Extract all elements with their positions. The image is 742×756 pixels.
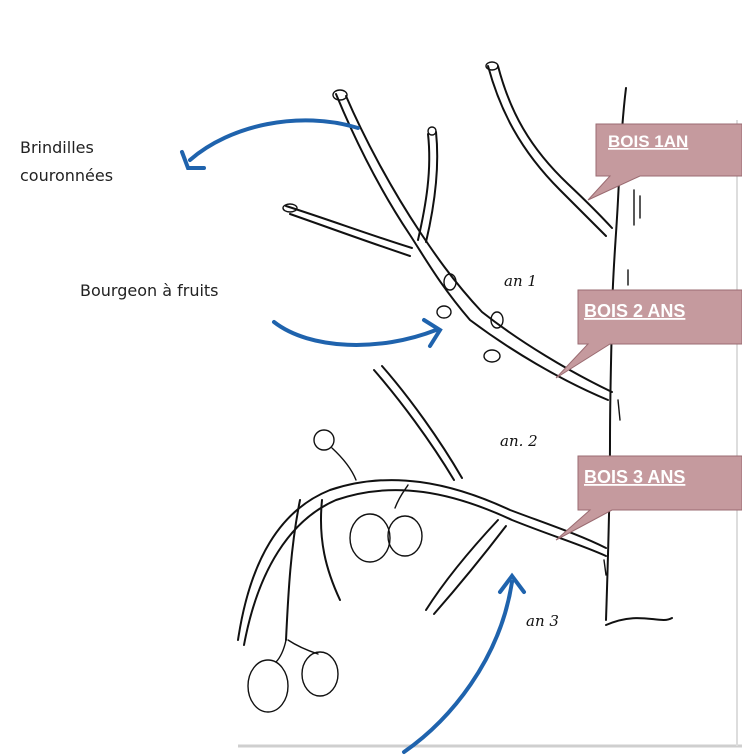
handwritten-an3: an 3	[526, 612, 559, 630]
fruit-bud	[443, 273, 457, 291]
label-brindilles-line1: Brindilles	[20, 138, 94, 157]
callout-bois-3ans-label: BOIS 3 ANS	[584, 467, 685, 487]
callout-bois-2ans: BOIS 2 ANS	[555, 289, 742, 379]
arrow-bourgeon	[272, 318, 443, 348]
arrow-brindilles	[180, 118, 360, 170]
callout-bois-1an-label: BOIS 1AN	[608, 132, 688, 151]
branch-year1	[485, 61, 613, 237]
branch-year3	[237, 365, 607, 713]
fruit	[387, 515, 423, 557]
arrow-bottom	[402, 572, 526, 754]
fruit-bud	[483, 349, 501, 363]
label-bourgeon: Bourgeon à fruits	[80, 281, 219, 300]
fruit	[247, 659, 289, 713]
handwritten-an1: an 1	[504, 272, 537, 290]
crowned-bud	[282, 203, 298, 213]
callout-bois-3ans: BOIS 3 ANS	[555, 455, 742, 541]
crowned-bud	[332, 89, 348, 101]
crowned-bud	[427, 126, 437, 136]
fruit-bud	[436, 305, 452, 319]
handwritten-an2: an. 2	[500, 432, 538, 450]
callout-bois-1an: BOIS 1AN	[587, 123, 742, 201]
label-brindilles-line2: couronnées	[20, 166, 113, 185]
fruit	[349, 513, 391, 563]
fruit	[301, 651, 339, 697]
terminal-bud	[485, 61, 499, 71]
fruit	[313, 429, 335, 451]
branch-year2	[282, 89, 613, 401]
fruit-bud	[490, 311, 504, 329]
callout-bois-2ans-label: BOIS 2 ANS	[584, 301, 685, 321]
